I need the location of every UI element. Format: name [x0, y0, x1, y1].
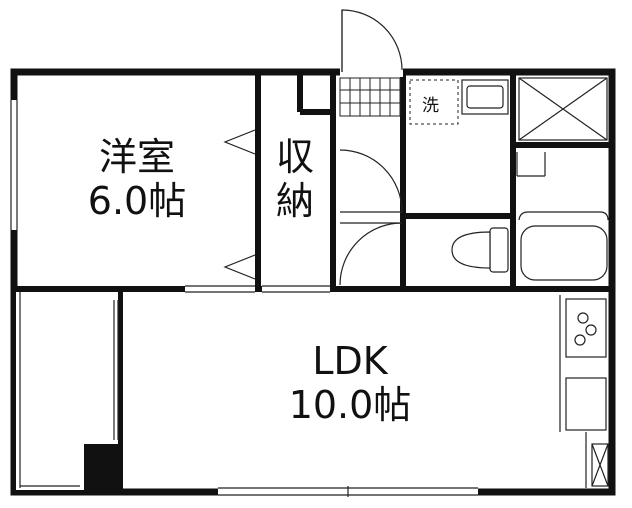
hall-door-swings: [339, 149, 403, 286]
toilet-icon: [451, 227, 509, 273]
western-room-size: 6.0帖: [87, 178, 187, 223]
wash-basin: [461, 79, 509, 115]
bathtub-icon: [516, 152, 609, 281]
kitchen-counter: [559, 295, 607, 488]
window-west: [10, 100, 19, 230]
sliding-doors-ldk: [185, 285, 330, 293]
genkan-steps: [339, 77, 401, 117]
western-room-name: 洋室: [98, 135, 175, 179]
interior-walls: [14, 72, 612, 492]
storage-label: 収 納: [270, 135, 320, 223]
washer-space: [409, 79, 459, 125]
washer-label: 洗: [422, 96, 439, 116]
ldk-name: LDK: [312, 339, 388, 383]
storage-cabinet-icon: [518, 77, 608, 141]
closet-door-marks: [223, 129, 256, 280]
storage-label-line2: 納: [275, 178, 314, 223]
pillar: [84, 444, 120, 492]
ldk-label: LDK 10.0帖: [275, 339, 425, 427]
storage-label-line1: 収: [275, 135, 314, 179]
entrance-door: [340, 9, 403, 77]
ldk-size: 10.0帖: [288, 382, 412, 427]
refrigerator-space-icon: [591, 443, 609, 487]
window-south: [218, 486, 478, 497]
western-room-label: 洋室 6.0帖: [82, 135, 192, 223]
